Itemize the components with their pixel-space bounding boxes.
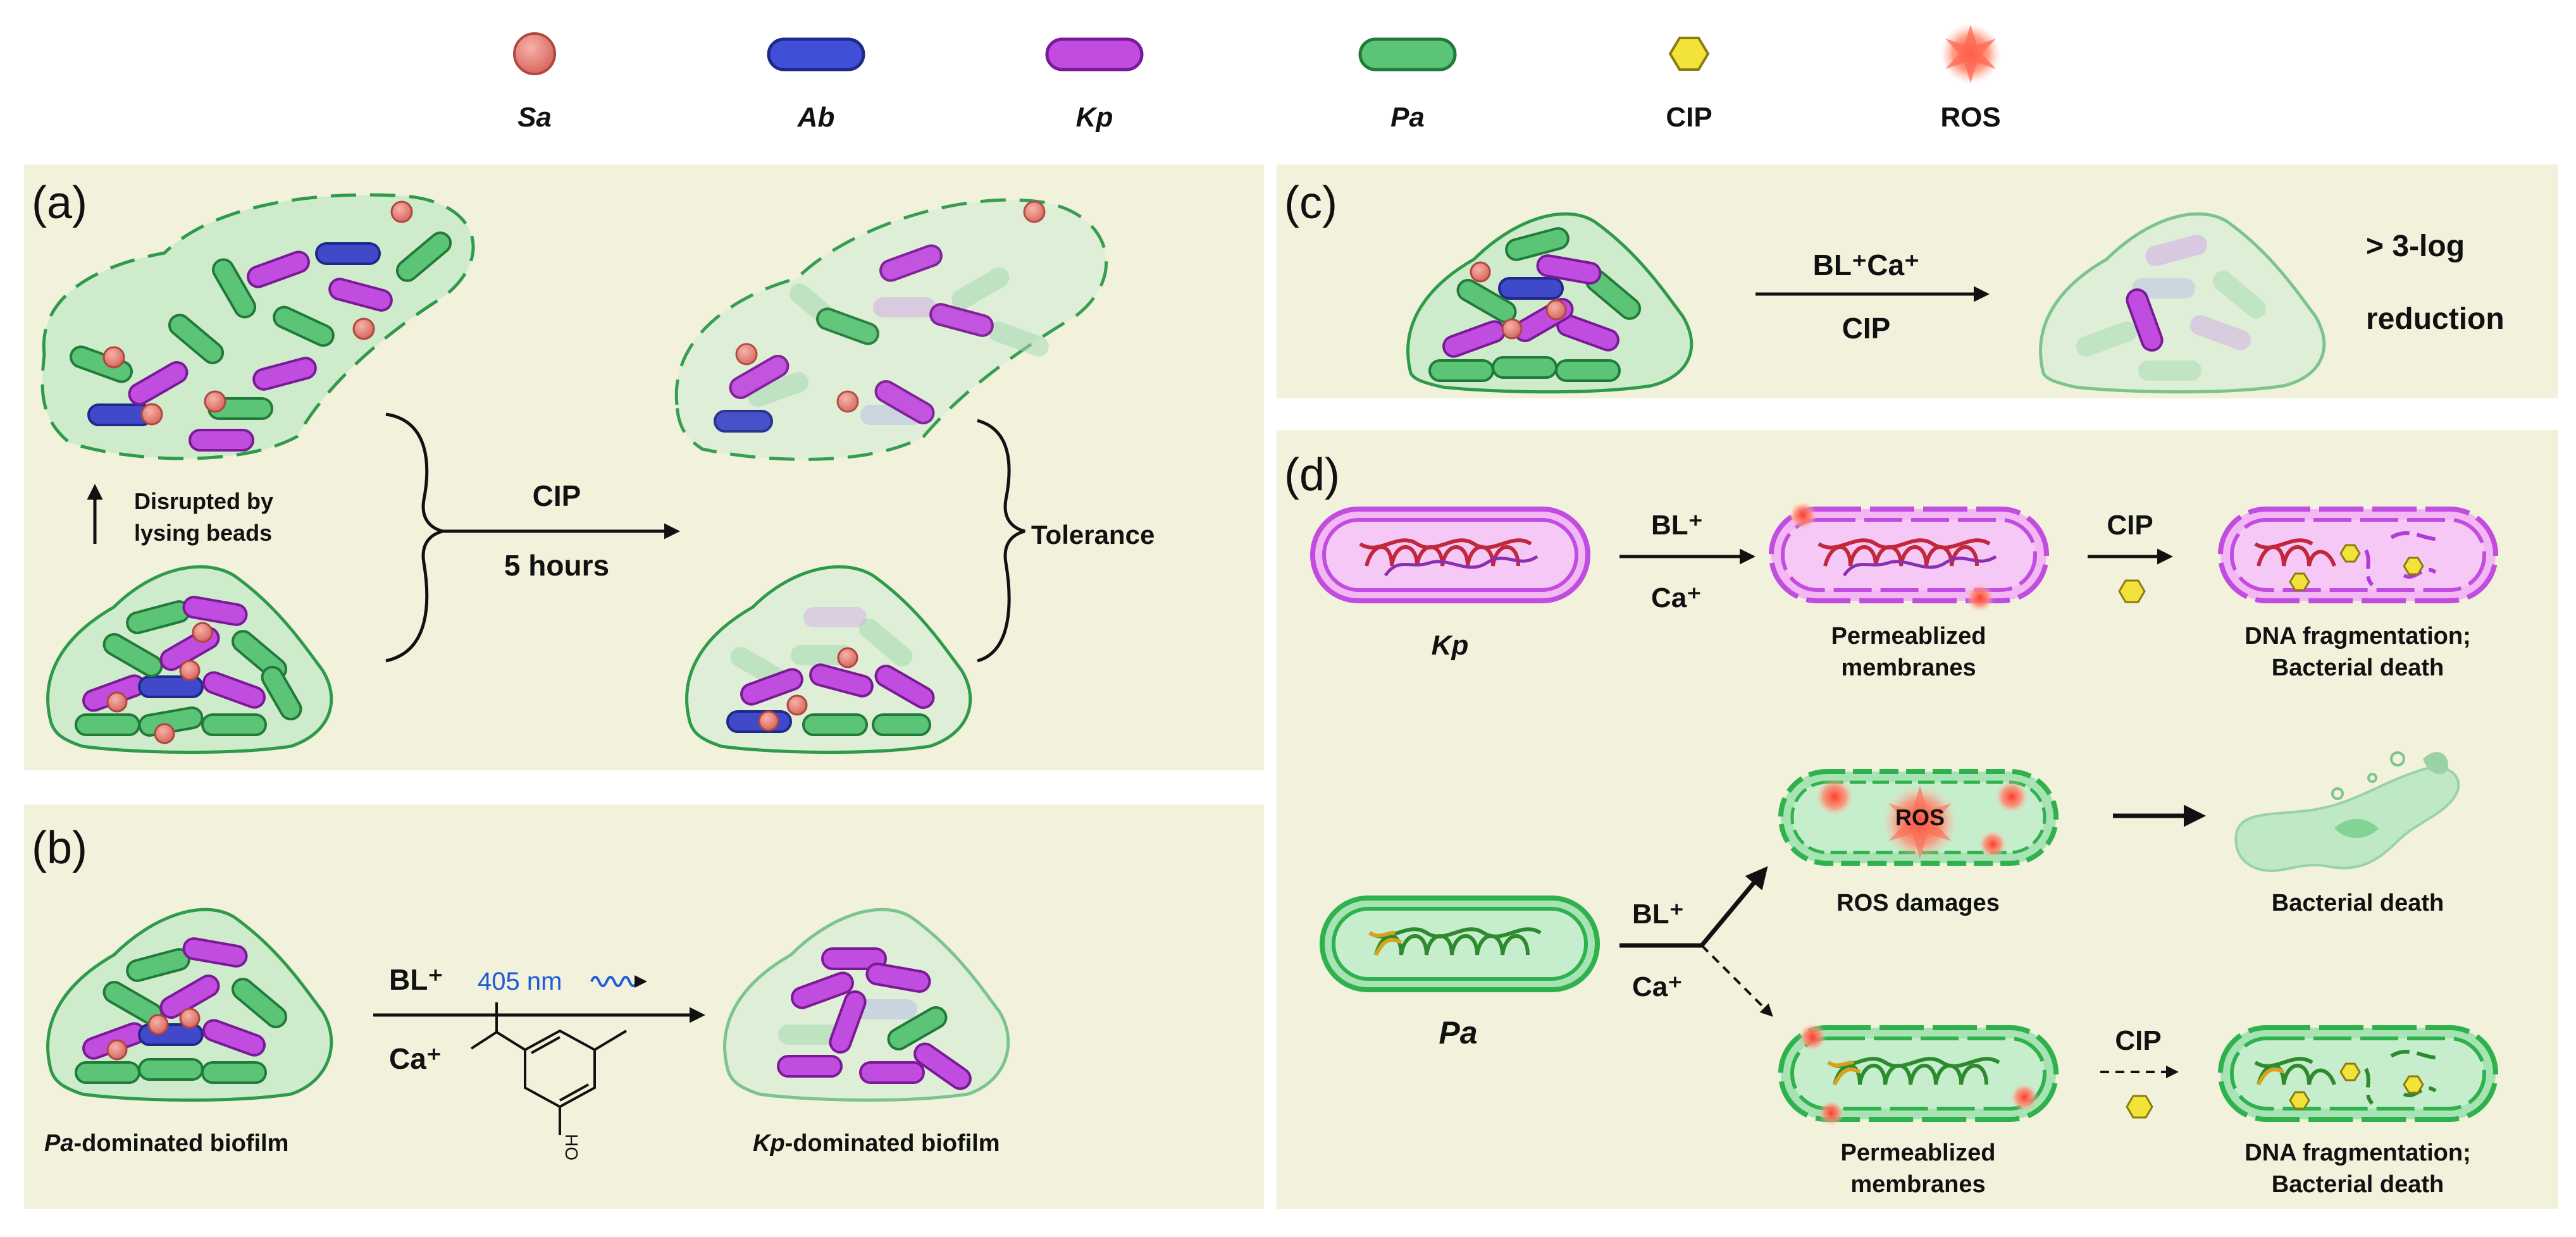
ros-cell-text: ROS (1895, 804, 1945, 830)
hexagon-icon (2126, 1095, 2153, 1119)
dna-coil-icon (1368, 927, 1542, 956)
legend-ab: Ab (767, 37, 865, 133)
reduction-line2: reduction (2366, 302, 2505, 336)
treated-intact-biofilm (685, 565, 972, 754)
dna-coil-icon (1817, 538, 1991, 567)
legend-cip-label: CIP (1666, 102, 1712, 133)
cip-arrow-a-bottom: 5 hours (504, 549, 609, 582)
molecule-structure-icon (470, 1002, 628, 1135)
rod-bacterium-icon (767, 37, 865, 71)
disrupted-text-line1: Disrupted by (134, 488, 273, 514)
panel-a: (a) Disrupted by lysing beads (32, 178, 1155, 754)
pa-mid-line1: Permeablized (1841, 1140, 1996, 1166)
ros-spot-icon (1966, 584, 1994, 612)
rod-bacterium-icon (1045, 37, 1144, 71)
kp-bl-arrow-top: BL⁺ (1651, 510, 1703, 541)
kp-dominated-biofilm (723, 908, 1010, 1102)
dna-coil-icon (1359, 538, 1532, 567)
disrupted-text-line2: lysing beads (134, 520, 272, 546)
ros-end-caption: Bacterial death (2272, 890, 2444, 916)
legend-ros: ROS (1940, 23, 2001, 133)
mixed-biofilm-c (1406, 212, 1694, 394)
pa-biofilm-caption: Pa-dominated biofilm (44, 1130, 288, 1157)
light-wave-icon (590, 975, 647, 988)
panel-b: (b) Pa-dominated biofilm BL⁺ 405 nm Ca⁺ (32, 823, 1010, 1160)
rod-bacterium-icon (1358, 37, 1457, 71)
reduced-biofilm-c (2039, 212, 2326, 394)
legend-cip: CIP (1666, 37, 1712, 133)
kp-end-line1: DNA fragmentation; (2245, 623, 2470, 649)
tolerance-label: Tolerance (1031, 520, 1155, 550)
ros-burst-icon (1882, 784, 1958, 860)
pa-cell-intact (1320, 895, 1600, 992)
cip-arrow-a-top: CIP (533, 479, 581, 512)
pa-bl-arrow-up (1700, 866, 1768, 947)
pa-dominated-biofilm (46, 908, 333, 1102)
kp-cip-arrow-top: CIP (2107, 510, 2153, 541)
pa-cell-dead (2218, 1025, 2498, 1122)
legend-kp: Kp (1045, 37, 1144, 133)
treated-disrupted-biofilm (674, 198, 1108, 461)
pa-bl-arrow-down (1700, 944, 1773, 1017)
starburst-icon (1940, 23, 2001, 84)
pa-mid-line2: membranes (1850, 1171, 1985, 1198)
panel-d: (d) Kp BL⁺ Ca⁺ Permeablized membranes CI… (1284, 450, 2498, 1198)
ros-damages-caption: ROS damages (1836, 890, 2000, 916)
legend-sa-label: Sa (517, 102, 552, 133)
dna-fragment-icon (2254, 538, 2336, 567)
kp-end-line2: Bacterial death (2272, 655, 2444, 681)
lysed-cell-icon (2234, 751, 2460, 873)
kp-biofilm-caption: Kp-dominated biofilm (753, 1130, 1000, 1157)
legend-pa: Pa (1358, 37, 1457, 133)
pa-end-line1: DNA fragmentation; (2245, 1140, 2470, 1166)
kp-bl-arrow-bottom: Ca⁺ (1651, 582, 1701, 613)
disrupted-biofilm-left (40, 193, 475, 460)
panel-c: (c) BL⁺Ca⁺ CIP (1284, 178, 2505, 394)
pa-cip-arrow-top: CIP (2115, 1025, 2161, 1056)
legend-ab-label: Ab (797, 102, 835, 133)
pa-end-line2: Bacterial death (2272, 1171, 2444, 1198)
pa-label: Pa (1439, 1015, 1477, 1050)
kp-cell-permeabilized (1769, 502, 2049, 612)
right-brace (977, 419, 1025, 663)
kp-label: Kp (1432, 630, 1469, 661)
legend-sa: Sa (513, 32, 556, 133)
pa-bl-arrow-bottom: Ca⁺ (1632, 971, 1682, 1002)
molecule-oh-label: OH (562, 1134, 581, 1160)
hexagon-icon (1668, 37, 1710, 71)
pa-bl-arrow-top: BL⁺ (1632, 899, 1684, 930)
panel-d-letter: (d) (1284, 450, 1340, 500)
bl-arrow-b-bottom: Ca⁺ (389, 1042, 442, 1075)
bl-arrow-b-top: BL⁺ (389, 963, 443, 996)
panel-b-letter: (b) (32, 823, 87, 873)
kp-mid-line1: Permeablized (1831, 623, 1986, 649)
dna-fragment-icon (2254, 1057, 2336, 1086)
legend-kp-label: Kp (1076, 102, 1113, 133)
pa-cell-ros: ROS (1778, 769, 2059, 866)
ros-spot-icon (1789, 502, 1817, 529)
pa-cell-permeabilized (1778, 1023, 2059, 1126)
kp-mid-line2: membranes (1841, 655, 1976, 681)
dna-coil-icon (1827, 1057, 2000, 1085)
bl-ca-arrow-c-top: BL⁺Ca⁺ (1813, 249, 1920, 281)
bl-ca-arrow-c-bottom: CIP (1842, 312, 1891, 345)
legend-ros-label: ROS (1940, 102, 2000, 133)
panel-a-letter: (a) (32, 178, 87, 228)
hexagon-icon (2118, 579, 2146, 603)
sphere-coccus-icon (513, 32, 556, 75)
reduction-line1: > 3-log (2366, 230, 2465, 263)
kp-cell-dead (2218, 507, 2498, 603)
intact-biofilm-left (46, 565, 333, 754)
legend: Sa Ab Kp Pa CIP ROS (513, 23, 2001, 133)
legend-pa-label: Pa (1390, 102, 1425, 133)
panel-c-letter: (c) (1284, 178, 1337, 228)
wavelength-label: 405 nm (478, 968, 562, 995)
kp-cell-intact (1310, 507, 1590, 603)
